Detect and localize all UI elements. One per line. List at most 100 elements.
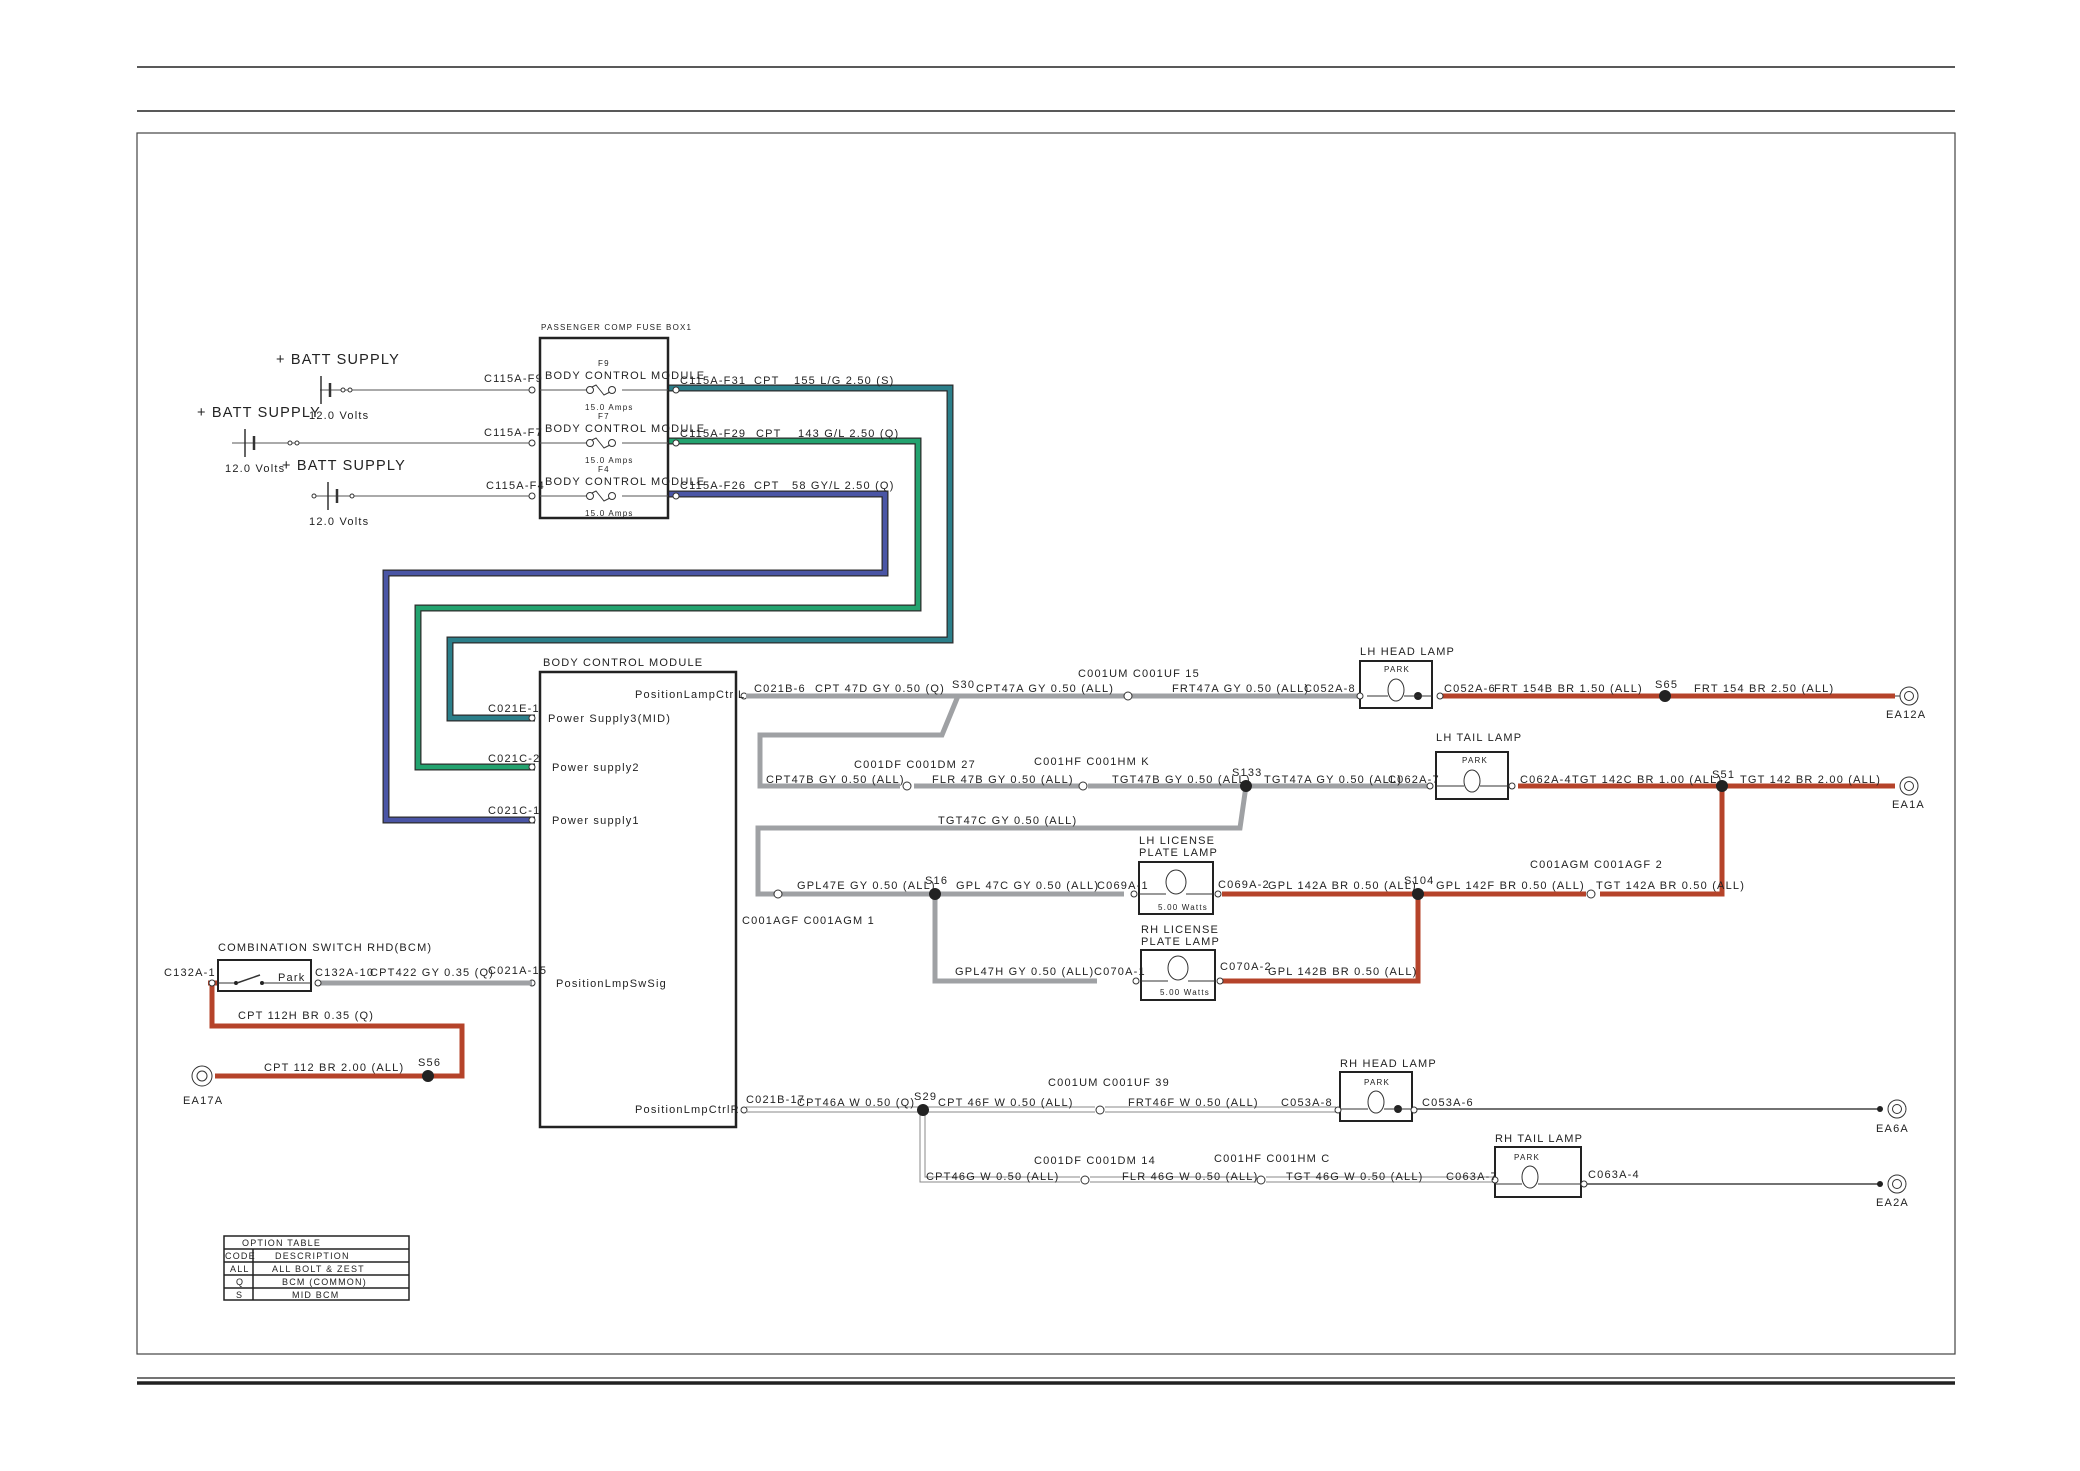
ground-ea12a-label: EA12A [1886, 709, 1926, 721]
wire-cpt47b: CPT47B GY 0.50 (ALL) [766, 774, 905, 786]
option-table-header-code: CODE [225, 1251, 256, 1261]
wire-tgt-46g: TGT 46G W 0.50 (ALL) [1286, 1171, 1424, 1183]
lh-license-watts: 5.00 Watts [1158, 903, 1208, 912]
wire-cpt47a: CPT47A GY 0.50 (ALL) [976, 683, 1114, 695]
rh-head-lamp [1339, 1071, 1413, 1122]
inline-c001df-27: C001DF C001DM 27 [854, 759, 976, 771]
fuse-f4-out-wire: CPT [754, 480, 780, 492]
splice-s30-label: S30 [952, 679, 975, 691]
wire-tgt47b: TGT47B GY 0.50 (ALL) [1112, 774, 1251, 786]
fuse-f4-in-conn: C115A-F4 [486, 480, 545, 492]
combination-switch-title: COMBINATION SWITCH RHD(BCM) [218, 942, 432, 954]
rh-license-watts: 5.00 Watts [1160, 988, 1210, 997]
conn-c053a-8: C053A-8 [1281, 1097, 1333, 1109]
conn-c053a-6: C053A-6 [1422, 1097, 1474, 1109]
wire-cpt46g: CPT46G W 0.50 (ALL) [926, 1171, 1059, 1183]
batt-volts-label-1: 12.0 Volts [309, 410, 369, 422]
inline-c001df-14: C001DF C001DM 14 [1034, 1155, 1156, 1167]
conn-c069a-2: C069A-2 [1218, 879, 1270, 891]
lh-license-plate-lamp [1138, 861, 1214, 915]
wire-gpl-142b: GPL 142B BR 0.50 (ALL) [1268, 966, 1418, 978]
lh-head-lamp-park: PARK [1384, 665, 1410, 674]
splice-s133-label: S133 [1232, 767, 1263, 779]
combination-switch-park: Park [278, 972, 305, 984]
conn-c132a-1: C132A-1 [164, 967, 216, 979]
bcm-pin-power-supply3: Power Supply3(MID) [548, 713, 671, 725]
fuse-box-title: PASSENGER COMP FUSE BOX1 [541, 323, 692, 332]
option-table-row-3-code: S [236, 1290, 243, 1300]
option-table [223, 1235, 410, 1301]
battery-2 [232, 429, 532, 457]
upper-splices [929, 690, 1728, 900]
splice-s56 [422, 1070, 434, 1082]
combination-switch [217, 959, 312, 992]
fuse-f4-id: F4 [598, 465, 610, 474]
fuse-f9-in-conn: C115A-F9 [484, 373, 543, 385]
splice-s104-label: S104 [1404, 875, 1435, 887]
conn-c132a-10: C132A-10 [315, 967, 374, 979]
fuse-f9-id: F9 [598, 359, 610, 368]
feed-wire-green [414, 437, 922, 771]
wire-cpt-46f: CPT 46F W 0.50 (ALL) [938, 1097, 1074, 1109]
wire-tgt47c: TGT47C GY 0.50 (ALL) [938, 815, 1077, 827]
lh-license-title-1: LH LICENSE [1139, 835, 1215, 847]
fuse-f4-out-circuit: 58 GY/L 2.50 (Q) [792, 480, 895, 492]
lh-license-title-2: PLATE LAMP [1139, 847, 1218, 859]
body-control-module [538, 670, 738, 1129]
wire-cpt-47d: CPT 47D GY 0.50 (Q) [815, 683, 945, 695]
fuse-f9-out-conn: C115A-F31 [680, 375, 746, 387]
batt-supply-label-2: + BATT SUPPLY [197, 405, 321, 421]
bcm-conn-c021b-6: C021B-6 [754, 683, 806, 695]
bcm-conn-c021e-1: C021E-1 [488, 703, 540, 715]
fuse-f4-out-conn: C115A-F26 [680, 480, 746, 492]
fuse-box [538, 336, 670, 520]
left-side-brown-wires [1222, 693, 1895, 984]
batt-supply-label-1: + BATT SUPPLY [276, 352, 400, 368]
fuse-f4-name: BODY CONTROL MODULE [545, 476, 705, 488]
conn-c052a-8: C052A-8 [1304, 683, 1356, 695]
conn-c069a-1: C069A-1 [1097, 880, 1149, 892]
rh-head-lamp-park: PARK [1364, 1078, 1390, 1087]
batt-volts-label-2: 12.0 Volts [225, 463, 285, 475]
rh-tail-lamp [1494, 1146, 1582, 1198]
rh-tail-lamp-title: RH TAIL LAMP [1495, 1133, 1583, 1145]
wire-frt-154b: FRT 154B BR 1.50 (ALL) [1494, 683, 1643, 695]
rh-tail-lamp-park: PARK [1514, 1153, 1540, 1162]
lower-white-wires [746, 1106, 1880, 1185]
wire-cpt46a: CPT46A W 0.50 (Q) [797, 1097, 915, 1109]
conn-c063a-4: C063A-4 [1588, 1169, 1640, 1181]
wire-gpl-47c: GPL 47C GY 0.50 (ALL) [956, 880, 1099, 892]
wire-flr-46g: FLR 46G W 0.50 (ALL) [1122, 1171, 1259, 1183]
fuse-f9-name: BODY CONTROL MODULE [545, 370, 705, 382]
rh-license-title-1: RH LICENSE [1141, 924, 1219, 936]
wire-gpl47h: GPL47H GY 0.50 (ALL) [955, 966, 1094, 978]
bcm-pin-position-lmp-sw-sig: PositionLmpSwSig [556, 978, 667, 990]
inline-c001agm-2: C001AGM C001AGF 2 [1530, 859, 1663, 871]
option-table-header-description: DESCRIPTION [275, 1251, 350, 1261]
bcm-conn-c021a-15: C021A-15 [488, 965, 547, 977]
lh-tail-lamp-title: LH TAIL LAMP [1436, 732, 1522, 744]
wire-frt-154: FRT 154 BR 2.50 (ALL) [1694, 683, 1834, 695]
ground-ea2a [1877, 1174, 1907, 1194]
ground-ea12a [1895, 686, 1919, 706]
option-table-row-2-code: Q [236, 1277, 244, 1287]
fuse-f7-out-circuit: 143 G/L 2.50 (Q) [798, 428, 899, 440]
fuse-f7-id: F7 [598, 412, 610, 421]
fuse-f7 [528, 437, 680, 449]
option-table-row-1-desc: ALL BOLT & ZEST [272, 1264, 365, 1274]
fuse-f9-out-circuit: 155 L/G 2.50 (S) [794, 375, 895, 387]
conn-c070a-2: C070A-2 [1220, 961, 1272, 973]
wire-frt46f: FRT46F W 0.50 (ALL) [1128, 1097, 1259, 1109]
left-side-gray-wires [746, 693, 1430, 984]
lh-head-lamp-title: LH HEAD LAMP [1360, 646, 1455, 658]
splice-s29-label: S29 [914, 1091, 937, 1103]
wire-cpt-112h: CPT 112H BR 0.35 (Q) [238, 1010, 374, 1022]
wire-gpl47e: GPL47E GY 0.50 (ALL) [797, 880, 936, 892]
battery-3 [311, 482, 532, 510]
rh-license-title-2: PLATE LAMP [1141, 936, 1220, 948]
option-table-row-3-desc: MID BCM [292, 1290, 339, 1300]
wire-tgt-142c: TGT 142C BR 1.00 (ALL) [1572, 774, 1722, 786]
inline-c001hf-k: C001HF C001HM K [1034, 756, 1150, 768]
conn-c063a-7: C063A-7 [1446, 1171, 1498, 1183]
